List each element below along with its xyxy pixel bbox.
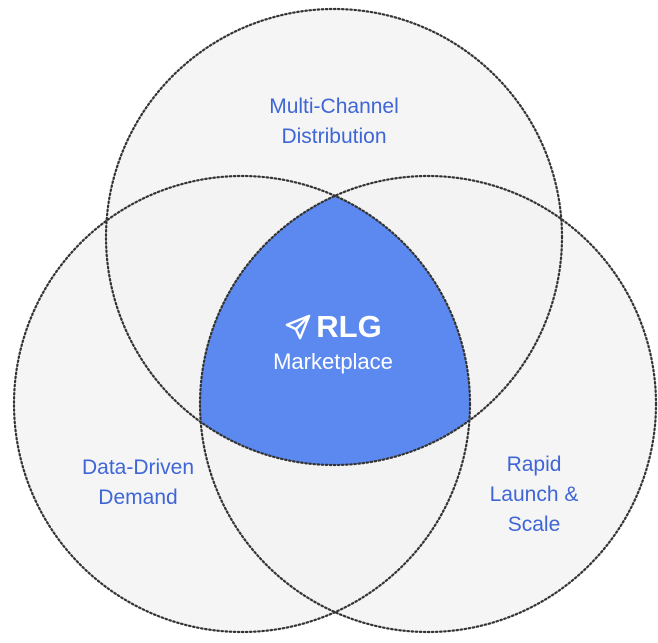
label-top-line-1: Multi-Channel — [269, 95, 399, 118]
label-top-line-2: Distribution — [281, 125, 387, 148]
circle-right-outline — [198, 174, 658, 634]
circle-top-outline — [104, 7, 564, 467]
brand-subtitle: Marketplace — [273, 349, 393, 374]
label-data-driven-demand: Data-Driven Demand — [48, 453, 228, 513]
label-right-line-3: Scale — [507, 513, 561, 536]
circle-left-outline — [12, 174, 472, 634]
label-left-line-2: Demand — [98, 486, 178, 509]
center-brand-block: RLG Marketplace — [228, 307, 438, 377]
label-right-line-2: Launch & — [489, 483, 579, 506]
send-icon — [285, 314, 311, 340]
brand-logo: RLG — [228, 307, 438, 347]
label-right-line-1: Rapid — [506, 453, 562, 476]
label-multi-channel-distribution: Multi-Channel Distribution — [234, 92, 434, 152]
center-intersection — [200, 176, 470, 465]
label-rapid-launch-scale: Rapid Launch & Scale — [474, 450, 594, 540]
brand-name: RLG — [316, 309, 382, 344]
label-left-line-1: Data-Driven — [81, 456, 195, 479]
